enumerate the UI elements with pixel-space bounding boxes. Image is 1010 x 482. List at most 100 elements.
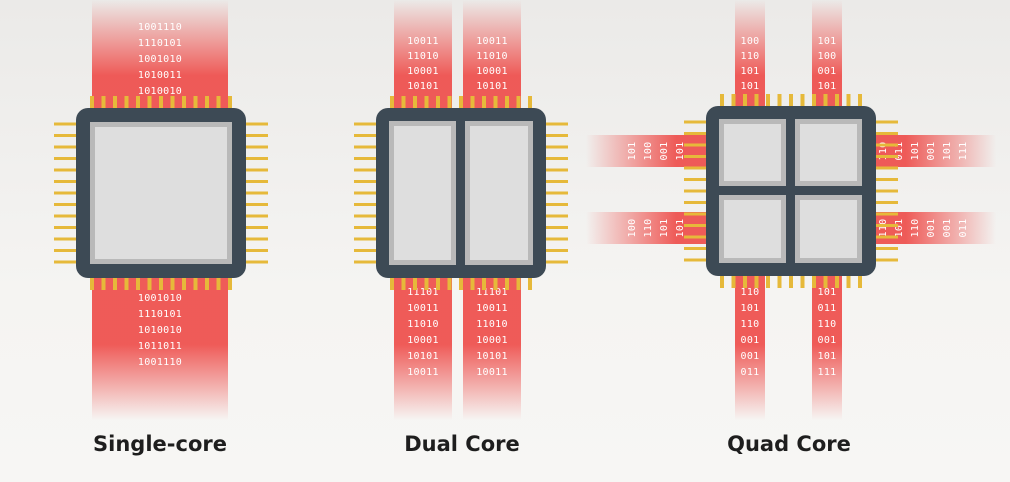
pin — [54, 191, 78, 195]
pin — [147, 276, 152, 290]
bit-text: 001 — [818, 66, 837, 77]
bit-text: 101 — [659, 219, 670, 238]
bit-text: 1001010 — [138, 293, 182, 304]
cpu-core — [90, 122, 232, 264]
bit-text: 110 — [818, 319, 837, 330]
pin — [470, 96, 475, 110]
pin — [544, 249, 568, 252]
bit-text: 101 — [818, 287, 837, 298]
pin — [823, 94, 828, 108]
pin — [544, 237, 568, 241]
bit-text: 11010 — [476, 51, 508, 62]
pin — [544, 157, 568, 160]
bit-text: 011 — [741, 367, 760, 378]
pin — [390, 276, 394, 290]
pin — [493, 276, 498, 290]
pin — [544, 122, 568, 126]
bit-text: 101 — [894, 219, 905, 238]
chip-single-core — [54, 96, 268, 290]
pin — [731, 94, 736, 108]
bit-text: 101 — [741, 66, 760, 77]
bit-text: 101 — [818, 36, 837, 47]
pin — [54, 260, 78, 264]
bit-text: 110 — [643, 219, 654, 238]
pin — [354, 168, 378, 172]
bit-text: 10001 — [407, 66, 439, 77]
bit-text: 001 — [942, 219, 953, 238]
bit-text: 001 — [741, 335, 760, 346]
cpu-core — [389, 121, 456, 265]
pin — [874, 166, 898, 170]
bit-text: 1110101 — [138, 38, 182, 49]
pin — [159, 276, 163, 290]
pin — [766, 94, 770, 108]
bits-quad-right-bottom: 110 101 110 001 001 011 — [878, 219, 969, 238]
pin — [684, 224, 708, 227]
pin — [684, 143, 708, 147]
pin — [136, 276, 140, 290]
pin — [720, 94, 724, 108]
bit-text: 111 — [958, 142, 969, 161]
pin — [54, 249, 78, 252]
bit-text: 1010010 — [138, 325, 182, 336]
pin — [516, 276, 521, 290]
pin — [354, 157, 378, 160]
pin — [244, 180, 268, 183]
bit-text: 1001010 — [138, 54, 182, 65]
bit-text: 110 — [878, 219, 889, 238]
pin — [684, 155, 708, 158]
pin — [544, 226, 568, 229]
bit-text: 011 — [958, 219, 969, 238]
pin — [54, 122, 78, 126]
pin — [684, 166, 708, 170]
bit-text: 100 — [627, 219, 638, 238]
bit-text: 100 — [643, 142, 654, 161]
pin — [228, 276, 232, 290]
bit-text: 10011 — [407, 36, 439, 47]
pin — [544, 260, 568, 264]
pin — [413, 96, 417, 110]
bit-text: 10011 — [407, 367, 439, 378]
bit-text: 10011 — [476, 303, 508, 314]
bit-text: 11010 — [407, 51, 439, 62]
pin — [874, 212, 898, 216]
pin — [244, 260, 268, 264]
pin — [447, 276, 452, 290]
pin — [684, 212, 708, 216]
bit-text: 10001 — [476, 66, 508, 77]
pin — [766, 274, 770, 288]
bit-text: 101 — [741, 81, 760, 92]
bit-text: 1001110 — [138, 357, 182, 368]
bit-text: 110 — [741, 287, 760, 298]
bit-text: 101 — [675, 219, 686, 238]
pin — [124, 96, 129, 110]
pin — [874, 224, 898, 227]
pin — [684, 201, 708, 204]
bit-text: 001 — [741, 351, 760, 362]
pin — [754, 94, 759, 108]
pin — [244, 203, 268, 206]
bit-text: 110 — [910, 219, 921, 238]
pin — [228, 96, 232, 110]
cpu-core — [719, 119, 786, 186]
pin — [193, 276, 198, 290]
bit-text: 10001 — [476, 335, 508, 346]
bit-text: 10001 — [407, 335, 439, 346]
bit-text: 10011 — [407, 303, 439, 314]
chips — [54, 94, 898, 290]
bit-text: 001 — [926, 219, 937, 238]
pin — [54, 157, 78, 160]
pin — [874, 178, 898, 181]
pin — [244, 168, 268, 172]
pin — [684, 235, 708, 239]
pin — [54, 134, 78, 137]
pin — [874, 247, 898, 250]
pin — [874, 189, 898, 193]
pin — [835, 94, 839, 108]
pin — [544, 145, 568, 149]
pin — [544, 168, 568, 172]
